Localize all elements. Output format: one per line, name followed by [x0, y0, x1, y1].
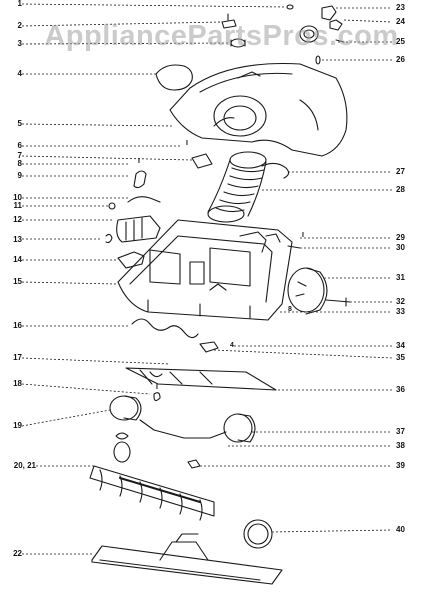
callout-39: 39 [396, 461, 405, 470]
callout-29: 29 [396, 233, 405, 242]
mark-m33: 8 [288, 306, 292, 313]
mark-m8: I [138, 158, 140, 165]
mark-m18: I [156, 384, 158, 391]
callout-18: 18 [13, 379, 22, 388]
callout-37: 37 [396, 427, 405, 436]
part-22-nozzle [91, 533, 283, 585]
callout-26: 26 [396, 55, 405, 64]
part-4-cover [155, 64, 193, 91]
part-19-ring [113, 441, 131, 463]
callout-19: 19 [13, 421, 22, 430]
mark-m29: I [302, 232, 304, 239]
callout-31: 31 [396, 273, 405, 282]
top-parts [221, 4, 345, 65]
callout-38: 38 [396, 441, 405, 450]
part-14-bracket [117, 251, 145, 269]
callout-40: 40 [396, 525, 405, 534]
callout-16: 16 [13, 321, 22, 330]
part-32-bolt [325, 297, 351, 307]
part-20-brushroll [89, 465, 215, 521]
part-28-hose [207, 151, 267, 223]
callout-10: 10 [13, 193, 22, 202]
part-15-base [117, 219, 293, 321]
callout-11: 11 [13, 201, 22, 210]
callout-13: 13 [13, 235, 22, 244]
part-16-cord [131, 318, 199, 339]
callout-35: 35 [396, 353, 405, 362]
mark-m34: 4 [230, 342, 234, 349]
part-7-plate [191, 153, 213, 169]
callout-7: 7 [17, 151, 22, 160]
callout-34: 34 [396, 341, 405, 350]
part-5-hood [169, 62, 348, 157]
callout-9: 9 [17, 171, 22, 180]
part-35-connector [199, 341, 219, 353]
callout-25: 25 [396, 37, 405, 46]
callout-2: 2 [17, 21, 22, 30]
part-39-clip [187, 459, 201, 469]
callout-1: 1 [17, 0, 22, 8]
left-small-parts [105, 170, 161, 244]
callout-22: 22 [13, 549, 22, 558]
part-19-wheel [109, 395, 142, 421]
callout-4: 4 [17, 69, 22, 78]
callout-3: 3 [17, 39, 22, 48]
callout-12: 12 [13, 215, 22, 224]
part-40-belt [243, 519, 273, 549]
callout-20-21: 20, 21 [13, 461, 36, 470]
part-37-wheel [223, 413, 256, 443]
callout-24: 24 [396, 17, 405, 26]
callout-28: 28 [396, 185, 405, 194]
callout-5: 5 [17, 119, 22, 128]
part-38-axle [139, 419, 227, 439]
mark-m6: I [186, 140, 188, 147]
part-19-bushing [115, 432, 129, 440]
part-18-spring [153, 392, 161, 402]
callout-27: 27 [396, 167, 405, 176]
part-31-wheel [287, 267, 328, 315]
callout-36: 36 [396, 385, 405, 394]
callout-30: 30 [396, 243, 405, 252]
callout-17: 17 [13, 353, 22, 362]
callout-33: 33 [396, 307, 405, 316]
callout-23: 23 [396, 3, 405, 12]
part-30-pin [287, 245, 301, 249]
callout-15: 15 [13, 277, 22, 286]
part-36-agitator-housing [125, 367, 277, 391]
part-27-clip [261, 162, 290, 179]
callout-8: 8 [17, 159, 22, 168]
callout-32: 32 [396, 297, 405, 306]
callout-14: 14 [13, 255, 22, 264]
callout-6: 6 [17, 141, 22, 150]
